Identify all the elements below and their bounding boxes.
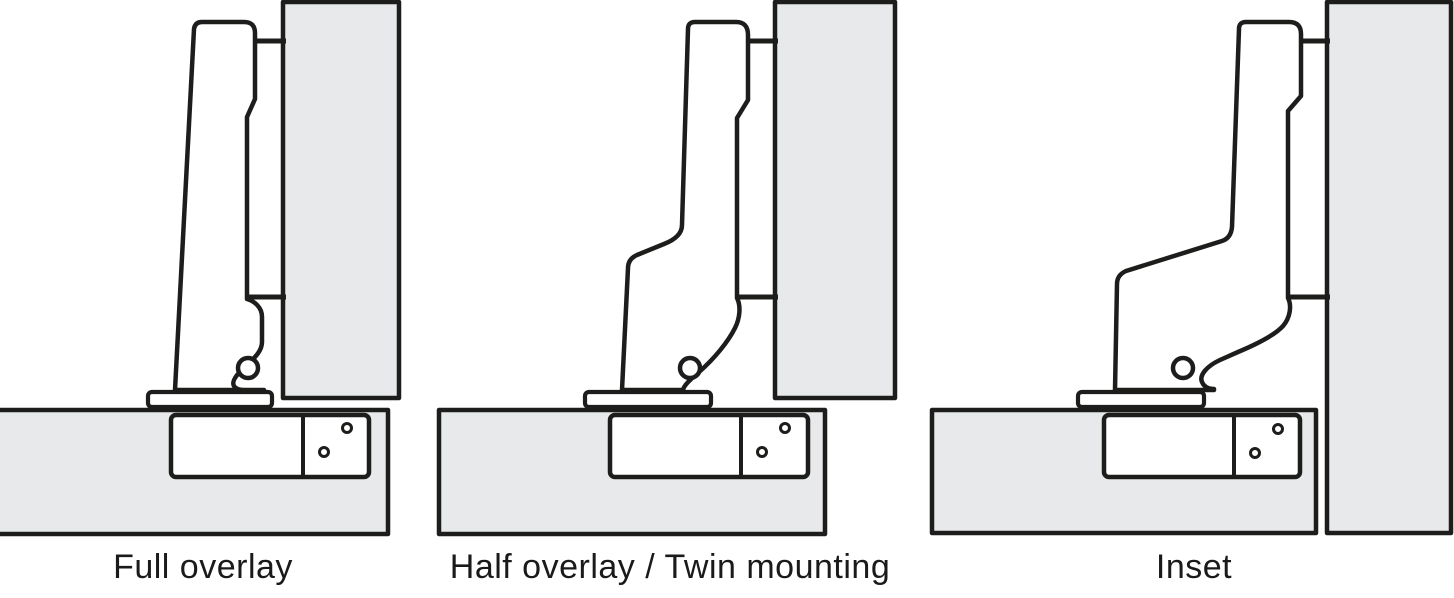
hinge-arm — [619, 19, 751, 393]
pivot-screw — [1170, 355, 1196, 381]
mounting-baseplate — [145, 389, 275, 410]
screw-hole — [1249, 447, 1261, 459]
panel-label-full-overlay: Full overlay — [113, 548, 293, 586]
mounting-baseplate — [582, 389, 714, 410]
cabinet-side-panel — [1324, 0, 1454, 536]
panel-label-half-overlay-twin-mounting: Half overlay / Twin mounting — [449, 548, 891, 586]
pivot-screw — [235, 355, 261, 381]
hinge-cup-plate — [607, 412, 811, 480]
screw-hole — [1272, 423, 1284, 435]
panel-label-inset: Inset — [1155, 548, 1233, 586]
panel-full-overlay — [0, 0, 402, 537]
mounting-baseplate — [1075, 389, 1207, 410]
screw-hole — [779, 422, 791, 434]
screw-hole — [756, 446, 768, 458]
cabinet-side-panel — [772, 0, 898, 401]
panel-half-overlay — [436, 0, 898, 537]
panel-inset — [929, 0, 1454, 536]
screw-hole — [318, 446, 330, 458]
hinge-arm — [172, 19, 267, 393]
hinge-cup-plate — [1101, 412, 1303, 480]
pivot-screw — [677, 355, 703, 381]
screw-hole — [341, 422, 353, 434]
hinge-arm — [1112, 19, 1304, 393]
hinge-cup-plate — [168, 412, 372, 480]
cabinet-side-panel — [280, 0, 402, 401]
